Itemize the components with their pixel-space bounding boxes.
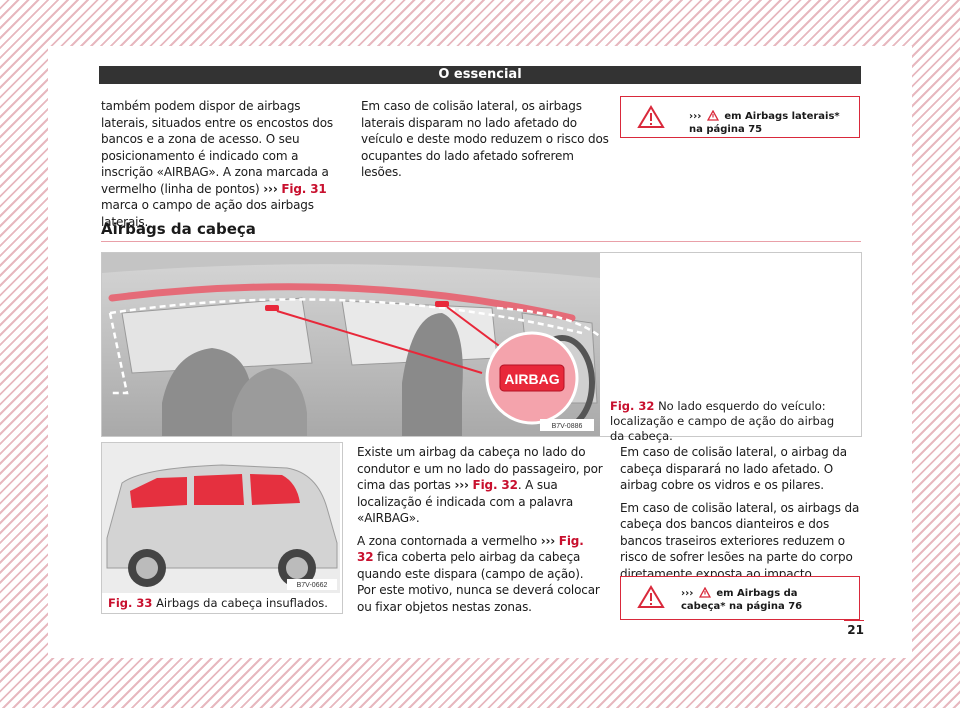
paragraph-1-b: . A sua localização é in­dicada com a pa… (357, 478, 574, 525)
intro-col1-text: também podem dispor de airbags laterais,… (101, 99, 334, 196)
page-header: O essencial (99, 66, 861, 84)
warning-box-lateral: ››› em Airbags laterais* na página 75 (620, 96, 860, 138)
fig-32-link[interactable]: Fig. 32 (472, 478, 518, 492)
paragraph-1: Existe um airbag da cabeça no lado do co… (357, 444, 603, 527)
paragraph-3: Em caso de colisão lateral, o airbag da … (620, 445, 847, 492)
figure-33-illustration: B7V-0662 (102, 443, 340, 593)
arrow-glyph: ››› (681, 588, 694, 599)
figure-33-caption-text: Airbags da cabeça insuflados. (156, 596, 328, 610)
arrow-glyph: ››› (689, 111, 702, 122)
warning-text-container: ››› em Airbags da cabeça* na página 76 (681, 587, 821, 613)
paragraph-2: A zona contornada a vermelho ››› Fig. 32… (357, 533, 603, 616)
paragraph-2-b: fica coberta pelo airbag da cabeça quand… (357, 550, 600, 614)
figure-33-frame: B7V-0662 Fig. 33 Airbags da cabeça insuf… (101, 442, 343, 614)
figure-33-label: Fig. 33 (108, 596, 153, 610)
warning-text-container: ››› em Airbags laterais* na página 75 (689, 110, 849, 136)
paragraph-4: Em caso de colisão lateral, os airbags d… (620, 500, 860, 581)
intro-column-2: Em caso de colisão lateral, os airbags l… (361, 98, 609, 181)
intro-col1-end: marca o campo de ação dos airbags latera… (101, 198, 314, 229)
fig-32-link[interactable]: Fig. 32 (357, 533, 584, 565)
arrow-glyph: ››› (263, 181, 278, 196)
body-column-middle: Existe um airbag da cabeça no lado do co… (357, 444, 603, 621)
warning-triangle-icon (637, 105, 665, 128)
figure-32-illustration: AIRBAG B7V-0886 (102, 253, 600, 436)
figure-32-caption: Fig. 32 No lado esquerdo do veículo: loc… (610, 399, 850, 444)
section-title: Airbags da cabeça (101, 220, 256, 238)
figure-32-frame: AIRBAG B7V-0886 Fig. 32 No lado esquerdo… (101, 252, 862, 443)
warning-triangle-icon (637, 585, 665, 608)
paragraph-1-a: Existe um airbag da cabeça no lado do co… (357, 445, 603, 492)
warning-link-lateral[interactable]: em Airbags laterais* na página 75 (689, 111, 840, 135)
warning-small-icon (698, 587, 711, 598)
figure-33-caption: Fig. 33 Airbags da cabeça insuflados. (108, 596, 338, 611)
paragraph-2-a: A zona contornada a vermelho (357, 533, 538, 548)
arrow-glyph: ››› (454, 478, 469, 492)
arrow-glyph: ››› (540, 533, 556, 548)
warning-small-icon (706, 110, 719, 121)
warning-box-head: ››› em Airbags da cabeça* na página 76 (620, 576, 860, 620)
airbag-label: AIRBAG (504, 371, 559, 387)
figure-32-code: B7V-0886 (552, 423, 583, 430)
figure-32-label: Fig. 32 (610, 399, 655, 413)
intro-column-1: também podem dispor de airbags laterais,… (101, 98, 349, 230)
intro-col2-text: Em caso de colisão lateral, os airbags l… (361, 99, 609, 179)
warning-link-head[interactable]: em Airbags da cabeça* na página 76 (681, 588, 803, 612)
section-divider (101, 241, 861, 242)
fig-31-link[interactable]: Fig. 31 (281, 181, 327, 196)
body-column-right: Em caso de colisão lateral, o airbag da … (620, 444, 862, 588)
page-number: 21 (844, 620, 864, 637)
page: O essencial também podem dispor de airba… (48, 46, 912, 658)
figure-33-code: B7V-0662 (297, 582, 328, 589)
figure-32-caption-text: No lado esquerdo do veículo: localização… (610, 399, 835, 443)
